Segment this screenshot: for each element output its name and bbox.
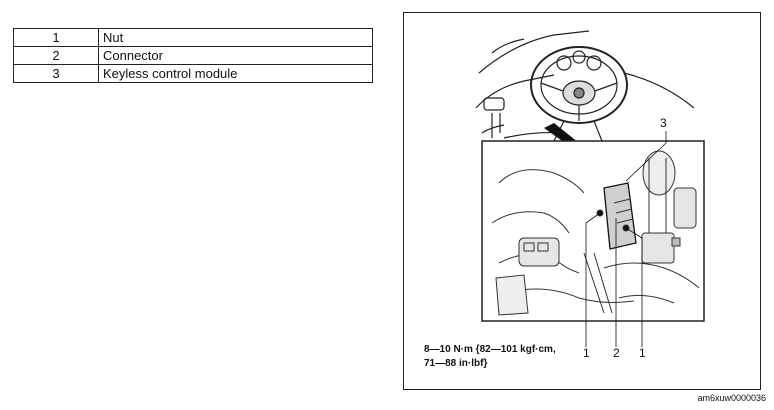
callout-keyless-module: 3	[660, 116, 667, 130]
dashboard-illustration	[475, 30, 705, 347]
callout-connector: 2	[613, 346, 620, 360]
part-name: Connector	[98, 46, 373, 65]
part-name: Keyless control module	[98, 64, 373, 83]
part-number: 3	[13, 64, 99, 83]
part-number: 1	[13, 28, 99, 47]
table-row: 3 Keyless control module	[13, 64, 373, 83]
figure-code: am6xuw0000036	[697, 393, 766, 403]
torque-specification: 8—10 N·m {82—101 kgf·cm, 71—88 in·lbf}	[424, 344, 556, 369]
parts-table: 1 Nut 2 Connector 3 Keyless control modu…	[13, 28, 373, 83]
table-row: 1 Nut	[13, 28, 373, 47]
callout-nut-right: 1	[639, 346, 646, 360]
table-row: 2 Connector	[13, 46, 373, 65]
callout-nut-left: 1	[583, 346, 590, 360]
part-name: Nut	[98, 28, 373, 47]
part-number: 2	[13, 46, 99, 65]
installation-figure: 3 1 2 1 8—10 N·m {82—101 kgf·cm, 71—88 i…	[403, 12, 761, 390]
